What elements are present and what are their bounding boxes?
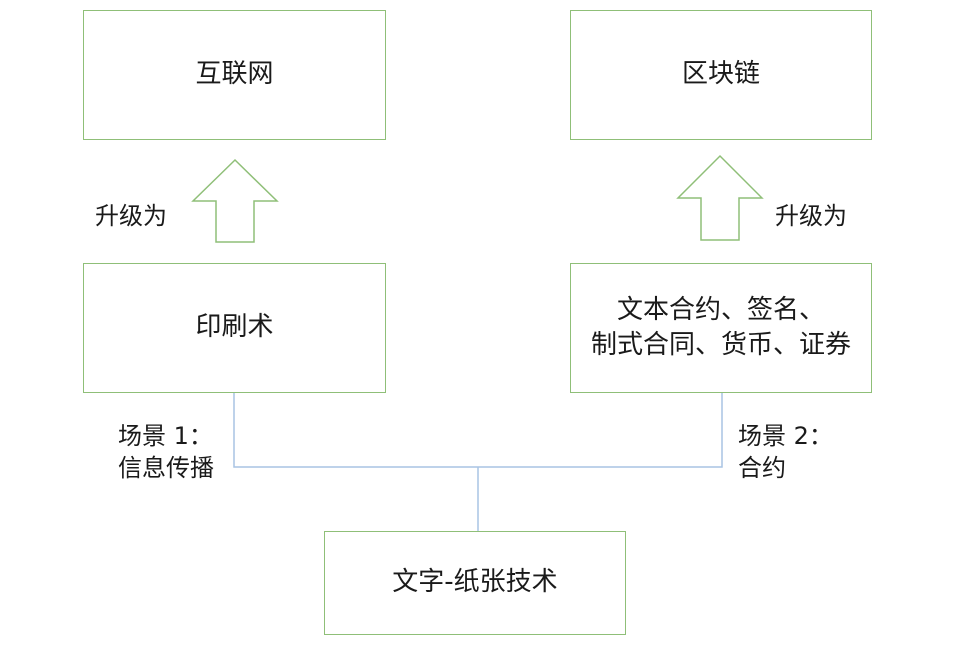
- upgrade-label-right: 升级为: [775, 202, 847, 230]
- printing-box: 印刷术: [83, 263, 386, 393]
- scene1-label-line2: 信息传播: [118, 454, 214, 483]
- writing-paper-box: 文字-纸张技术: [324, 531, 626, 635]
- connector-tree: [233, 393, 723, 468]
- printing-label: 印刷术: [195, 312, 274, 343]
- scene2-label: 场景 2： 合约: [738, 420, 833, 485]
- contracts-box: 文本合约、签名、 制式合同、货币、证券: [570, 263, 872, 393]
- contracts-label-line1: 文本合约、签名、: [616, 294, 825, 325]
- writing-paper-label: 文字-纸张技术: [392, 567, 558, 598]
- scene2-label-line1: 场景 2：: [738, 422, 833, 450]
- scene1-label-line1: 场景 1：: [118, 422, 213, 450]
- scene2-label-line2: 合约: [738, 454, 786, 483]
- upgrade-label-left: 升级为: [95, 202, 167, 230]
- upgrade-arrow-right-icon: [676, 154, 764, 241]
- contracts-label-line2: 制式合同、货币、证券: [590, 330, 851, 360]
- scene1-label: 场景 1： 信息传播: [118, 420, 214, 485]
- internet-label: 互联网: [195, 59, 274, 90]
- upgrade-arrow-left-icon: [191, 158, 279, 243]
- blockchain-label: 区块链: [681, 59, 760, 90]
- blockchain-box: 区块链: [570, 10, 872, 140]
- internet-box: 互联网: [83, 10, 386, 140]
